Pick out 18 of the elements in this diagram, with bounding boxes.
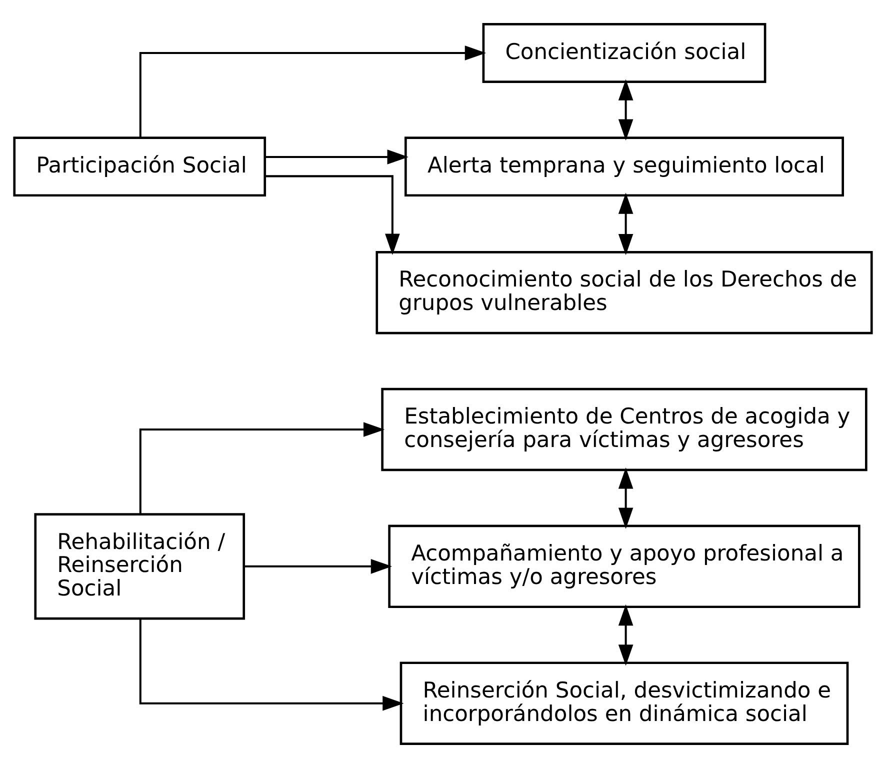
arrow bbox=[618, 604, 634, 666]
arrow bbox=[265, 150, 408, 164]
node-box: Participación Social bbox=[13, 136, 266, 197]
arrow bbox=[139, 618, 404, 711]
node-box: Reinserción Social, desvictimizando e incorporándolos en dinámica social bbox=[400, 662, 849, 745]
arrow bbox=[265, 175, 400, 255]
node-box: Establecimiento de Centros de acogida y consejería para víctimas y agresores bbox=[381, 388, 868, 472]
arrow bbox=[618, 468, 634, 529]
node-box: Concientización social bbox=[482, 23, 766, 83]
node-box: Alerta temprana y seguimiento local bbox=[404, 136, 844, 197]
arrow bbox=[244, 559, 392, 574]
node-box: Rehabilitación / Reinserción Social bbox=[34, 513, 246, 620]
arrow bbox=[139, 46, 486, 138]
arrow bbox=[139, 422, 385, 514]
node-box: Reconocimiento social de los Derechos de grupos vulnerables bbox=[376, 250, 873, 334]
node-box: Acompañamiento y apoyo profesional a víctimas y/o agresores bbox=[388, 524, 860, 608]
arrow bbox=[618, 192, 634, 256]
arrow bbox=[618, 79, 634, 140]
